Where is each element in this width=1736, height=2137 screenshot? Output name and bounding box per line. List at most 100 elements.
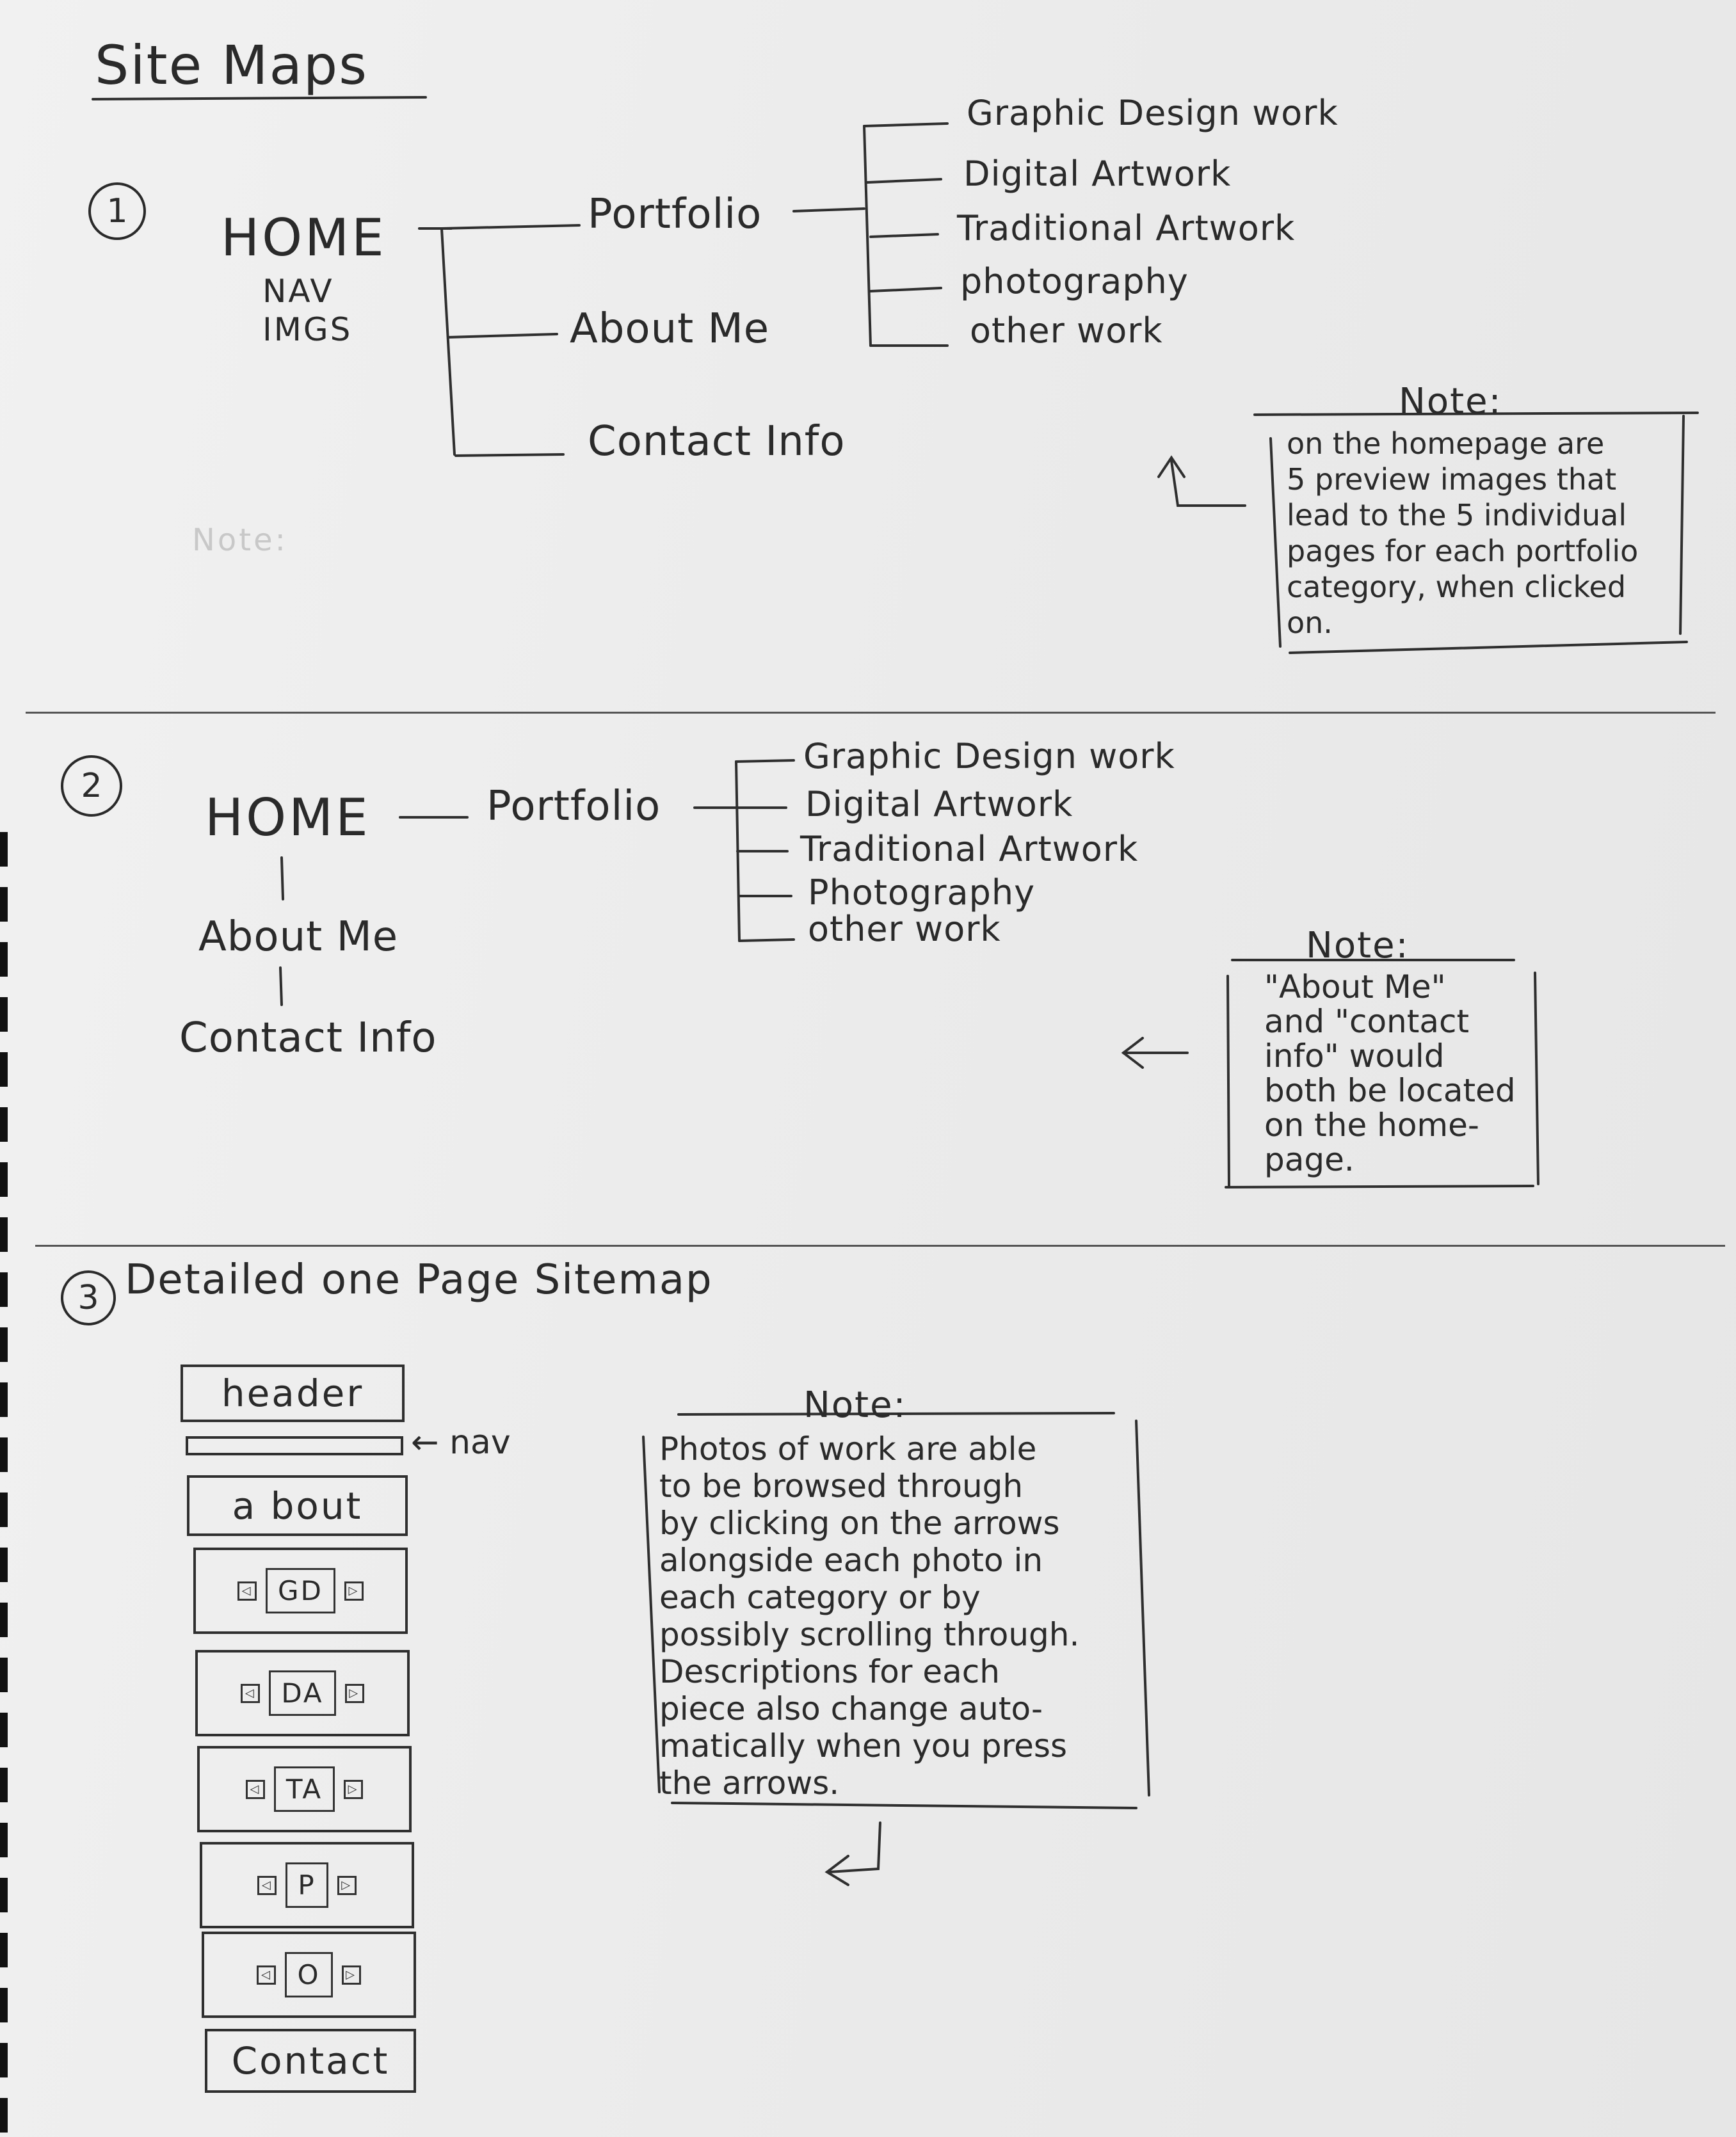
map3-number: 3: [61, 1270, 116, 1325]
note-line: by clicking on the arrows: [659, 1505, 1060, 1542]
map2-leaf: Graphic Design work: [803, 736, 1175, 776]
section-label: TA: [273, 1766, 335, 1812]
next-arrow-icon[interactable]: ▷: [344, 1683, 364, 1703]
note-line: Photos of work are able: [659, 1430, 1037, 1468]
spiral-ring: [0, 1493, 8, 1527]
map1-branch-portfolio: Portfolio: [588, 191, 762, 238]
wireframe-nav-bar: [186, 1436, 403, 1455]
spiral-ring: [0, 832, 8, 867]
wireframe-about: a bout: [187, 1475, 408, 1536]
wireframe-section-p: ◁ P ▷: [200, 1842, 414, 1928]
note-line: 5 preview images that: [1287, 462, 1617, 497]
spiral-ring: [0, 1658, 8, 1692]
spiral-ring: [0, 2098, 8, 2133]
map2-note-heading: Note:: [1306, 925, 1410, 966]
map2-leaf: other work: [808, 909, 1001, 949]
spiral-ring: [0, 887, 8, 922]
map3-note-heading: Note:: [803, 1384, 907, 1426]
map1-home-node: HOME: [221, 208, 387, 268]
map1-home-sub1: NAV: [262, 273, 334, 310]
map2-leaf: Photography: [808, 872, 1036, 913]
spiral-ring: [0, 1713, 8, 1747]
map1-leaf: Traditional Artwork: [957, 208, 1296, 248]
note-line: on.: [1287, 605, 1333, 640]
map1-note-heading: Note:: [1399, 381, 1502, 422]
map1-ghost-text: Note:: [192, 522, 288, 558]
note-line: alongside each photo in: [659, 1542, 1043, 1579]
note-line: both be located: [1264, 1072, 1516, 1109]
spiral-ring: [0, 997, 8, 1032]
spiral-binding: [0, 832, 9, 2137]
spiral-ring: [0, 1823, 8, 1857]
spiral-ring: [0, 1382, 8, 1417]
spiral-ring: [0, 1437, 8, 1472]
map1-leaf: Digital Artwork: [963, 154, 1232, 194]
spiral-ring: [0, 1052, 8, 1087]
wireframe-section-gd: ◁GD▷: [193, 1548, 408, 1634]
wireframe-section-ta: ◁ TA ▷: [197, 1746, 412, 1832]
section-divider: [26, 712, 1716, 714]
spiral-ring: [0, 1768, 8, 1802]
note-line: on the homepage are: [1287, 426, 1605, 461]
spiral-ring: [0, 1107, 8, 1142]
map2-leaf: Traditional Artwork: [800, 829, 1139, 869]
note-line: Descriptions for each: [659, 1653, 1000, 1690]
spiral-ring: [0, 1878, 8, 1912]
note-line: each category or by: [659, 1579, 981, 1616]
note-line: on the home-: [1264, 1107, 1479, 1144]
page-title: Site Maps: [95, 34, 369, 97]
note-line: lead to the 5 individual: [1287, 498, 1627, 532]
wireframe-nav-label: ← nav: [411, 1423, 511, 1462]
note-line: possibly scrolling through.: [659, 1616, 1080, 1653]
next-arrow-icon[interactable]: ▷: [344, 1581, 364, 1601]
section-label: P: [285, 1862, 328, 1908]
spiral-ring: [0, 1988, 8, 2022]
section-label: DA: [269, 1670, 336, 1716]
map2-home-node: HOME: [205, 788, 371, 847]
map2-number: 2: [61, 755, 122, 817]
map1-branch-contact: Contact Info: [588, 418, 846, 465]
spiral-ring: [0, 1217, 8, 1252]
map3-heading: Detailed one Page Sitemap: [125, 1256, 713, 1304]
note-line: piece also change auto-: [659, 1690, 1043, 1727]
note-line: "About Me": [1264, 968, 1446, 1005]
spiral-ring: [0, 1548, 8, 1582]
prev-arrow-icon[interactable]: ◁: [241, 1683, 261, 1703]
map1-leaf: photography: [960, 261, 1189, 301]
prev-arrow-icon[interactable]: ◁: [237, 1581, 257, 1601]
map2-about-node: About Me: [198, 913, 399, 961]
map2-portfolio-node: Portfolio: [486, 783, 661, 830]
map1-number: 1: [88, 182, 146, 240]
section-label: O: [285, 1952, 333, 1997]
map2-leaf: Digital Artwork: [805, 784, 1073, 824]
spiral-ring: [0, 1603, 8, 1637]
spiral-ring: [0, 1327, 8, 1362]
prev-arrow-icon[interactable]: ◁: [257, 1965, 277, 1985]
note-line: matically when you press: [659, 1727, 1067, 1765]
section-divider: [35, 1245, 1725, 1247]
spiral-ring: [0, 1272, 8, 1307]
wireframe-section-da: ◁ DA ▷: [195, 1650, 410, 1736]
note-line: category, when clicked: [1287, 570, 1627, 604]
next-arrow-icon[interactable]: ▷: [344, 1779, 364, 1799]
next-arrow-icon[interactable]: ▷: [341, 1965, 361, 1985]
next-arrow-icon[interactable]: ▷: [337, 1875, 357, 1895]
note-line: info" would: [1264, 1037, 1445, 1075]
note-line: page.: [1264, 1141, 1354, 1178]
note-line: the arrows.: [659, 1765, 840, 1802]
wireframe-contact: Contact: [205, 2029, 416, 2093]
spiral-ring: [0, 942, 8, 977]
note-line: pages for each portfolio: [1287, 534, 1639, 568]
prev-arrow-icon[interactable]: ◁: [257, 1875, 277, 1895]
spiral-ring: [0, 1162, 8, 1197]
wireframe-header: header: [181, 1365, 405, 1422]
wireframe-section-o: ◁ O ▷: [202, 1932, 416, 2018]
prev-arrow-icon[interactable]: ◁: [245, 1779, 265, 1799]
map1-home-sub2: IMGS: [262, 311, 353, 348]
map1-branch-about: About Me: [570, 305, 770, 353]
